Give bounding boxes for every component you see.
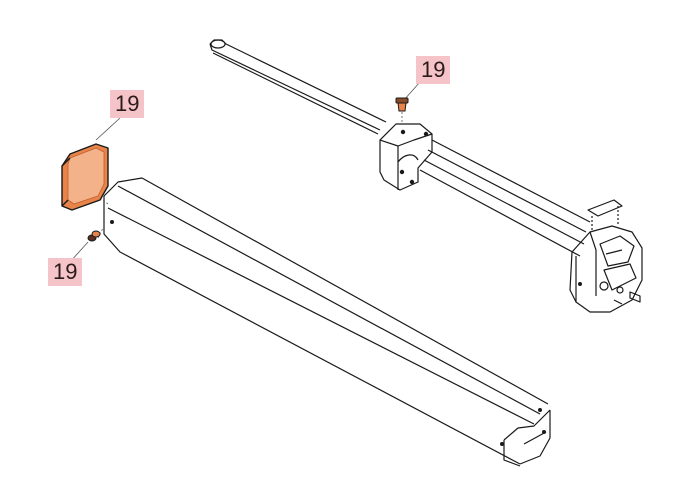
callout-left-screw[interactable]: 19 [48, 258, 83, 286]
drive-shaft[interactable] [209, 39, 387, 135]
callout-end-cap[interactable]: 19 [110, 90, 145, 118]
motor-tube[interactable] [419, 139, 591, 257]
screw-left[interactable] [87, 230, 101, 242]
mounting-flange[interactable] [379, 123, 433, 191]
screw-top[interactable] [395, 97, 409, 112]
label-plate [587, 199, 623, 232]
housing-profile[interactable] [103, 177, 551, 467]
motor-head[interactable] [569, 225, 643, 313]
end-cap[interactable] [61, 143, 109, 211]
callout-top-screw[interactable]: 19 [416, 56, 451, 84]
